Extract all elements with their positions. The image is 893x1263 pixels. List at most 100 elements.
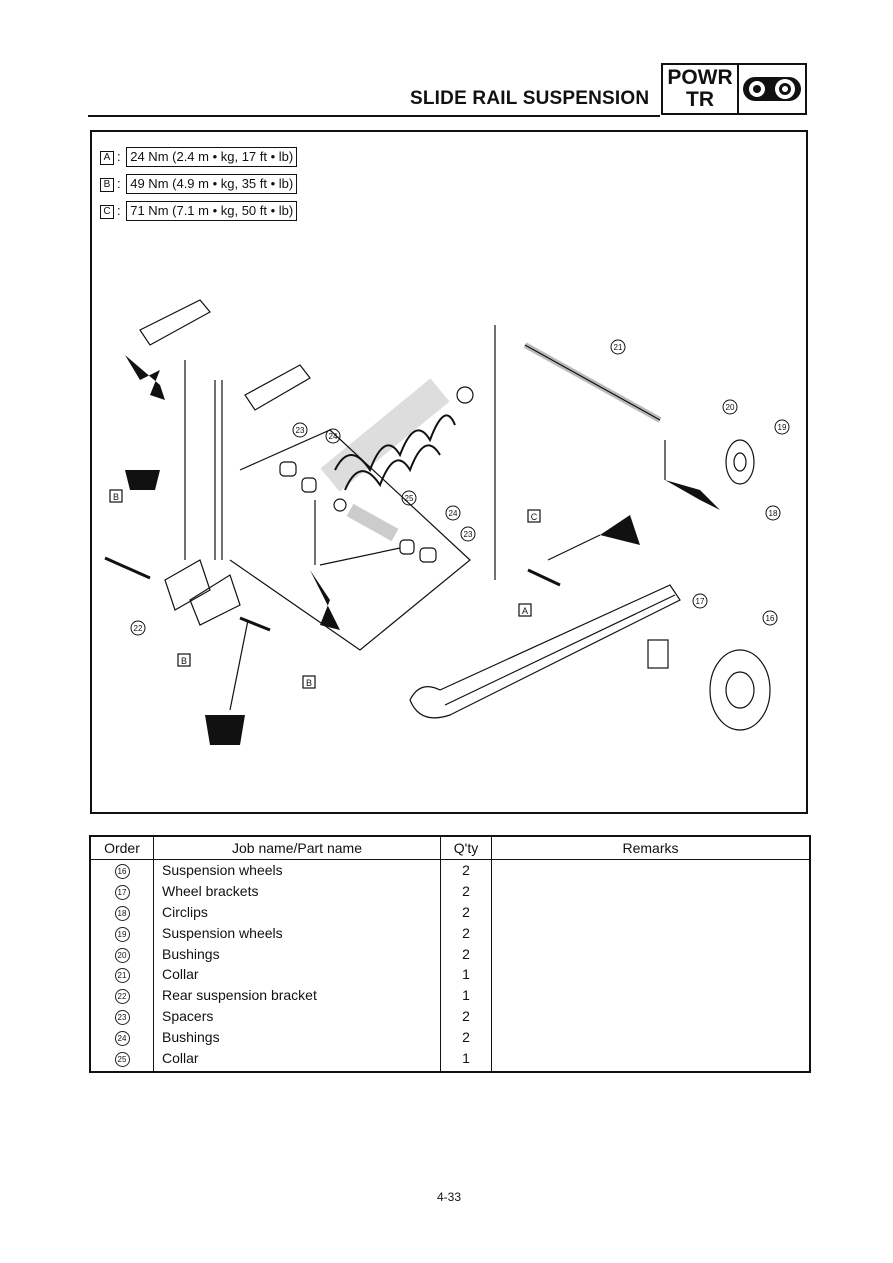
table-row: 16 Suspension wheels 2	[89, 859, 811, 881]
page-number: 4-33	[437, 1190, 462, 1204]
part-name: Collar	[153, 1047, 441, 1072]
shock-absorber	[320, 378, 474, 512]
lt-marker-left	[125, 470, 160, 490]
slide-rail	[409, 584, 681, 719]
ls-marker-middle	[310, 570, 340, 630]
callout-label: 16	[766, 614, 775, 623]
frame-rail-upper	[139, 299, 211, 346]
collar-25	[346, 503, 399, 542]
rear-suspension-bracket-plate	[189, 574, 241, 626]
callout-label: 18	[769, 509, 778, 518]
callout-23-upper	[292, 422, 308, 438]
key-b-lower-left	[177, 653, 191, 667]
order-number: 21	[114, 968, 130, 984]
key-label: A	[522, 606, 528, 616]
order-number: 25	[114, 1051, 130, 1067]
bolt-c	[527, 568, 561, 587]
part-remarks	[491, 1005, 811, 1027]
part-qty: 2	[440, 859, 492, 881]
ls-marker-upper	[125, 355, 165, 400]
wheel-16-hub	[725, 671, 755, 709]
part-remarks	[491, 880, 811, 902]
lt-marker-bottom	[205, 715, 245, 745]
key-a	[518, 603, 532, 617]
part-name: Rear suspension bracket	[153, 984, 441, 1006]
drive-pulley-icon	[743, 77, 801, 101]
part-remarks	[491, 859, 811, 881]
callout-label: 24	[449, 509, 458, 518]
part-qty: 1	[440, 963, 492, 985]
key-label: B	[181, 656, 187, 666]
key-label: B	[113, 492, 119, 502]
callout-16	[762, 610, 778, 626]
callout-label: 25	[405, 494, 414, 503]
bushing-24-upper	[301, 477, 317, 493]
order-number: 24	[114, 1030, 130, 1046]
bracket-outline	[229, 429, 471, 651]
callout-label: 17	[696, 597, 705, 606]
header-divider	[88, 115, 660, 117]
table-row: 25 Collar 1	[89, 1047, 811, 1072]
callout-24-lower	[445, 505, 461, 521]
key-b-lower-right	[302, 675, 316, 689]
table-header-row: Order Job name/Part name Q'ty Remarks	[89, 835, 811, 860]
callout-22	[130, 620, 146, 636]
callout-20	[722, 399, 738, 415]
table-row: 18 Circlips 2	[89, 901, 811, 923]
slide-rail-edge	[444, 594, 676, 706]
key-c	[527, 509, 541, 523]
part-name: Bushings	[153, 943, 441, 964]
order-number: 18	[114, 905, 130, 921]
part-name: Collar	[153, 963, 441, 985]
torque-value-b: 49 Nm (4.9 m • kg, 35 ft • lb)	[126, 174, 298, 194]
part-qty: 2	[440, 901, 492, 923]
wheel-bracket-17	[647, 639, 669, 669]
part-name: Circlips	[153, 901, 441, 923]
key-label: B	[306, 678, 312, 688]
part-remarks	[491, 922, 811, 944]
part-qty: 2	[440, 943, 492, 964]
part-qty: 1	[440, 1047, 492, 1072]
table-row: 23 Spacers 2	[89, 1005, 811, 1027]
part-remarks	[491, 1026, 811, 1048]
order-number: 17	[114, 885, 130, 901]
part-remarks	[491, 943, 811, 964]
spacer-23-lower	[419, 547, 437, 563]
callout-21	[610, 339, 626, 355]
torque-spec-c: C: 71 Nm (7.1 m • kg, 50 ft • lb)	[100, 201, 298, 221]
part-qty: 1	[440, 984, 492, 1006]
section-title: SLIDE RAIL SUSPENSION	[410, 88, 650, 109]
bushing-24-lower	[399, 539, 415, 555]
callout-label: 23	[464, 530, 473, 539]
badge-line2: TR	[686, 88, 714, 111]
part-name: Spacers	[153, 1005, 441, 1027]
bolt-b-lower	[239, 616, 271, 632]
part-remarks	[491, 963, 811, 985]
torque-spec-b: B: 49 Nm (4.9 m • kg, 35 ft • lb)	[100, 174, 298, 194]
badge-label: POWR TR	[663, 65, 739, 113]
part-name: Wheel brackets	[153, 880, 441, 902]
callout-label: 19	[778, 423, 787, 432]
torque-key-b: B	[100, 177, 114, 192]
parts-table: Order Job name/Part name Q'ty Remarks 16…	[89, 835, 811, 1073]
badge-line1: POWR	[667, 66, 733, 89]
part-qty: 2	[440, 922, 492, 944]
callout-24-upper	[325, 428, 341, 444]
lt-marker-right	[600, 515, 640, 545]
callout-25	[401, 490, 417, 506]
table-row: 20 Bushings 2	[89, 943, 811, 964]
table-row: 22 Rear suspension bracket 1	[89, 984, 811, 1006]
col-remarks: Remarks	[491, 835, 811, 860]
table-row: 19 Suspension wheels 2	[89, 922, 811, 944]
callout-23-lower	[460, 526, 476, 542]
table-row: 21 Collar 1	[89, 963, 811, 985]
suspension-wheel-19	[725, 439, 755, 485]
part-qty: 2	[440, 880, 492, 902]
callout-label: 22	[134, 624, 143, 633]
spacer-23-upper	[279, 461, 297, 477]
callout-label: 20	[726, 403, 735, 412]
arrow-line	[547, 534, 601, 561]
order-number: 16	[114, 864, 130, 880]
callout-label: 21	[614, 343, 623, 352]
